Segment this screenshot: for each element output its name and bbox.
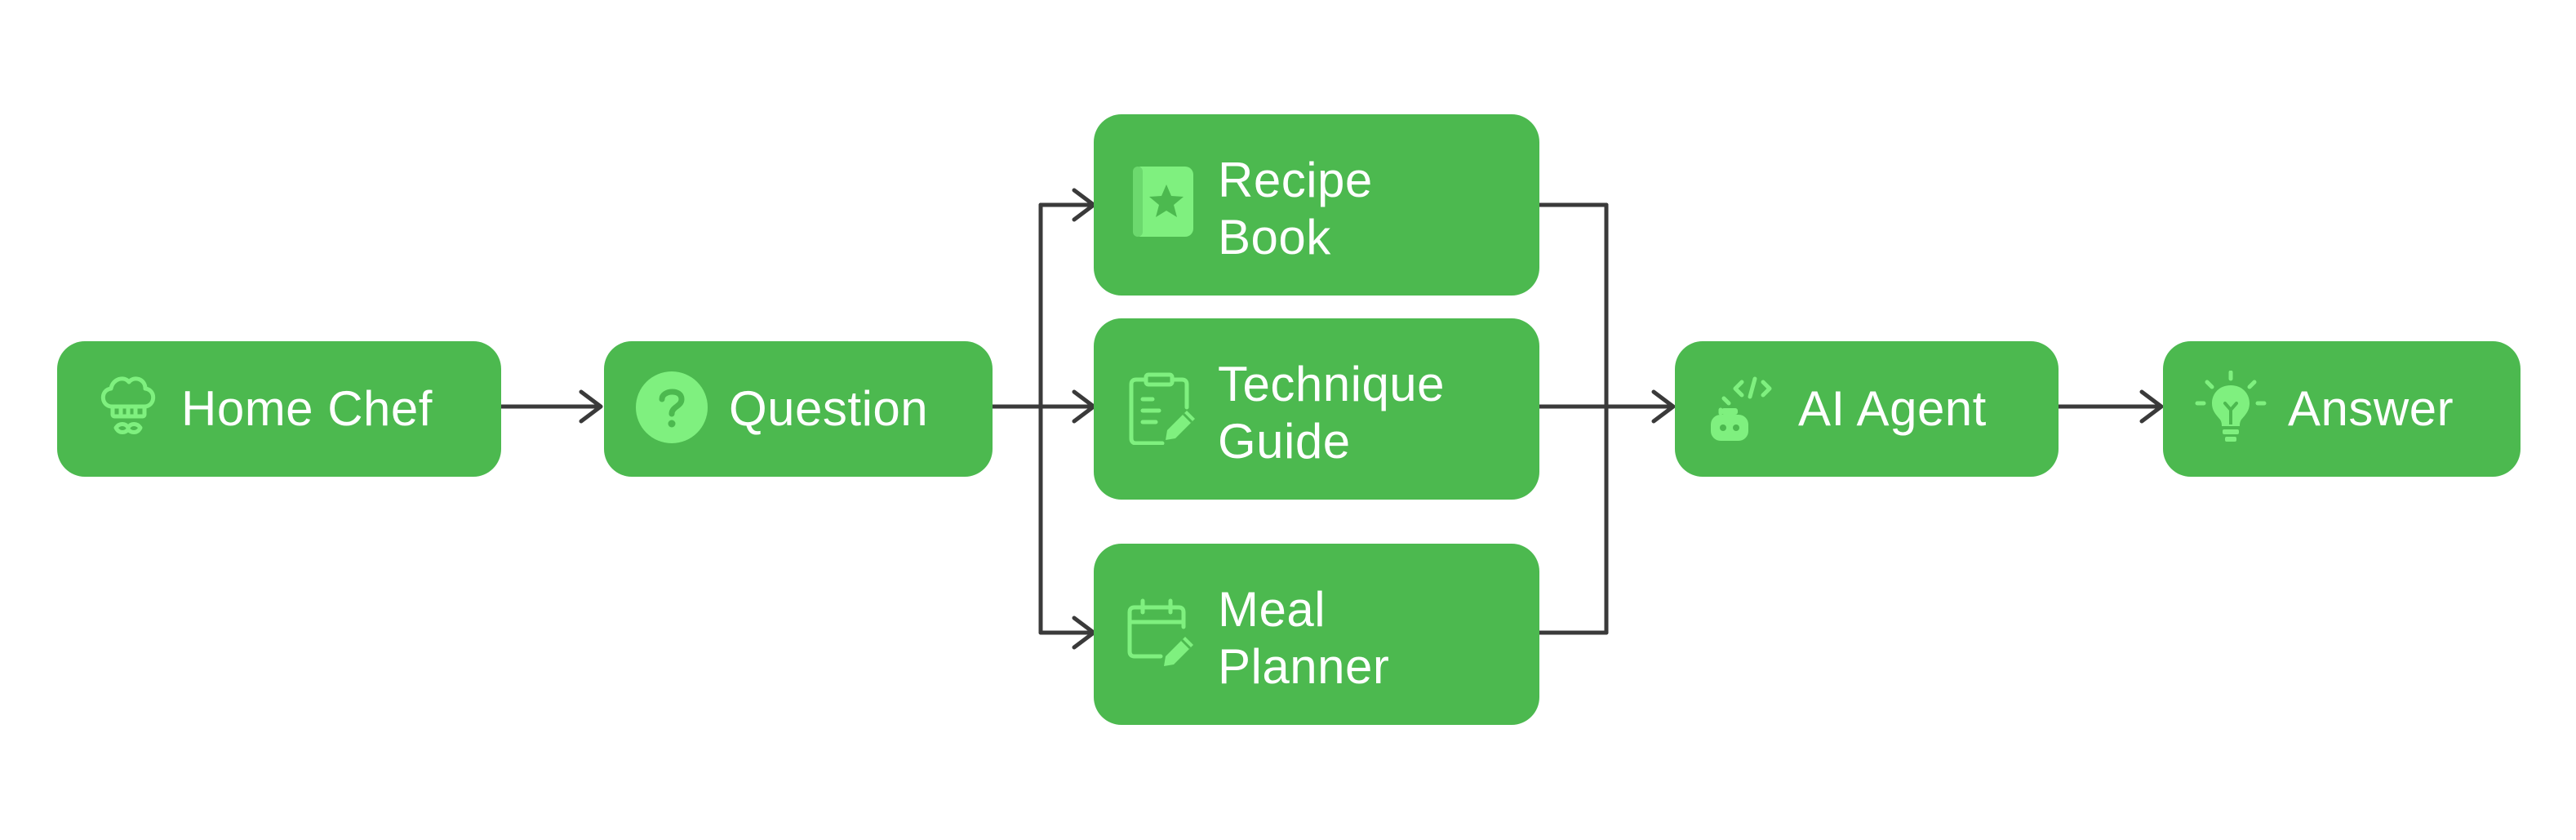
node-label: Recipe Book <box>1218 152 1373 266</box>
label-line: Recipe <box>1218 153 1373 207</box>
arrowhead-question <box>579 389 603 424</box>
node-label: Meal Planner <box>1218 581 1389 696</box>
node-label: Question <box>729 381 929 436</box>
node-meal-planner[interactable]: Meal Planner <box>1094 544 1539 725</box>
node-home-chef[interactable]: Home Chef <box>57 341 501 477</box>
label-line: Planner <box>1218 639 1390 694</box>
star-book-icon <box>1133 167 1193 237</box>
node-label: Home Chef <box>181 381 433 436</box>
node-label: AI Agent <box>1798 381 1987 436</box>
node-ai-agent[interactable]: AI Agent <box>1675 341 2059 477</box>
label-line: Meal <box>1218 582 1326 637</box>
arrowhead-answer <box>2139 389 2164 424</box>
calendar-pencil-icon <box>1127 598 1193 666</box>
lightbulb-icon <box>2195 371 2267 442</box>
node-recipe-book[interactable]: Recipe Book <box>1094 114 1539 296</box>
clipboard-pencil-icon <box>1129 372 1195 445</box>
arrowhead-ai-agent <box>1651 389 1676 424</box>
node-label: Technique Guide <box>1218 356 1445 470</box>
node-answer[interactable]: Answer <box>2163 341 2520 477</box>
label-line: Technique <box>1218 357 1446 411</box>
label-line: Book <box>1218 210 1331 264</box>
question-circle-icon <box>636 371 708 443</box>
node-question[interactable]: Question <box>604 341 993 477</box>
node-technique-guide[interactable]: Technique Guide <box>1094 318 1539 500</box>
chef-hat-icon <box>100 376 156 434</box>
node-label: Answer <box>2288 381 2454 436</box>
label-line: Guide <box>1218 414 1351 469</box>
robot-code-icon <box>1711 376 1772 441</box>
